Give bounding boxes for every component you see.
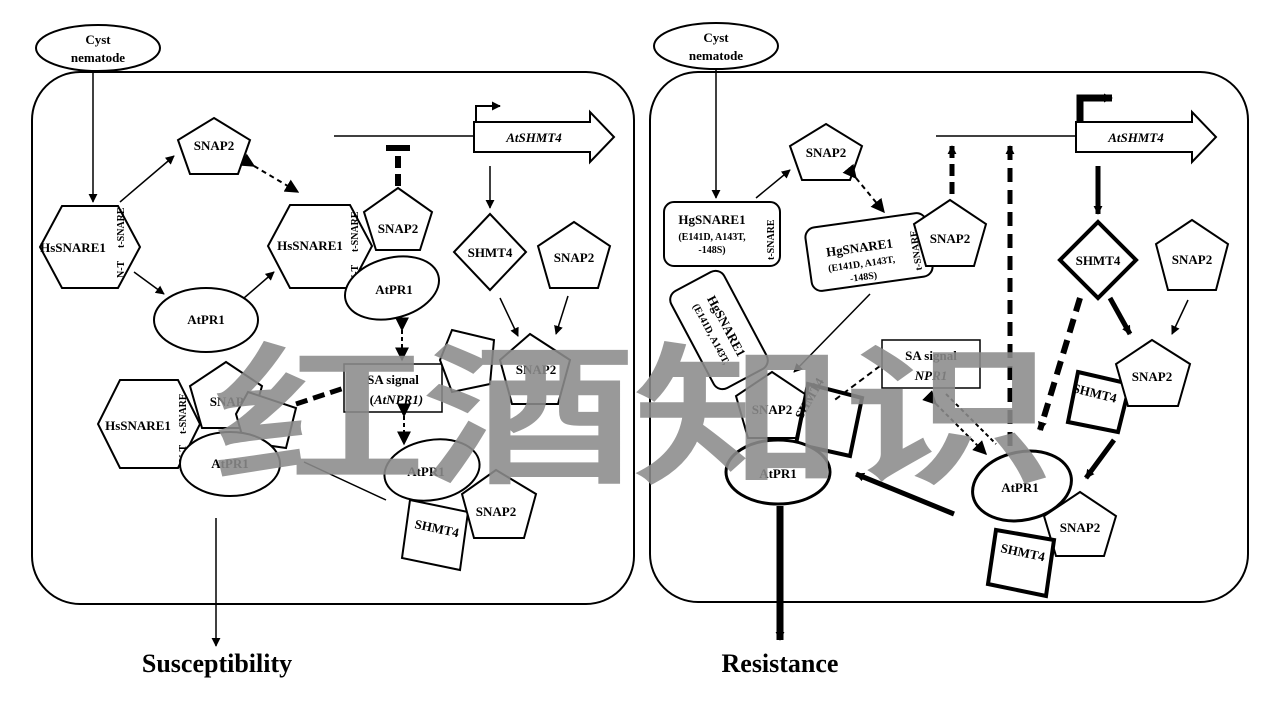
right-gene-label: AtSHMT4 (1107, 130, 1164, 145)
left-snap2-right-label: SNAP2 (554, 250, 594, 265)
right-complex-atpr1-bottom: AtPR1 SNAP2 SHMT4 (971, 449, 1118, 599)
right-dashed-atpr1-sa-2 (945, 393, 997, 445)
right-complex-center: SNAP2 SHMT4 AtPR1 (724, 370, 865, 506)
right-arrow-hgsnare-to-atpr1 (793, 293, 871, 373)
left-complex-lower-left: HsSNARE1 N-T t-SNARE SNAP2 AtPR1 (96, 360, 298, 497)
right-pathogen-line2: nematode (689, 48, 743, 63)
right-center-snap2-label: SNAP2 (752, 402, 792, 417)
left-tsnare-label: t-SNARE (116, 207, 127, 248)
left-npr1-label: AtNPR1) (373, 392, 423, 407)
left-lr-snap2-label: SNAP2 (516, 362, 556, 377)
right-arrow-hgsnare-to-snap2 (755, 169, 791, 199)
left-nt-label: N-T (116, 260, 127, 278)
left-shmt4-diamond: SHMT4 (452, 212, 528, 292)
left-sa-signal-label: SA signal (367, 372, 419, 387)
left-arrow-hssnare-to-atpr1 (133, 271, 165, 295)
right-pathogen-line1: Cyst (703, 30, 729, 45)
right-complex-snap2-label: SNAP2 (930, 231, 970, 246)
left-lr-snap2-bottom-label: SNAP2 (476, 504, 516, 519)
right-sa-signal-label: SA signal (905, 348, 957, 363)
left-lr-atpr1-label: AtPR1 (407, 464, 445, 479)
left-sa-signal-box: SA signal ( AtNPR1) (343, 363, 443, 413)
left-dashed-snap2-complex (239, 153, 300, 193)
left-atpr1-ellipse: AtPR1 (153, 287, 259, 353)
right-cx-snap2-label: SNAP2 (1132, 369, 1172, 384)
left-pathogen-line1: Cyst (85, 32, 111, 47)
right-sa-signal-box: SA signal NPR1 (881, 339, 981, 389)
right-hgsnare-rotated: HgSNARE1 (E141D, A143T, (669, 269, 769, 391)
left-cyst-nematode-cloud: Cyst nematode (35, 24, 161, 72)
right-dashed-shmt4-to-atpr1 (1037, 297, 1083, 431)
left-complex-hssnare-label: HsSNARE1 (277, 238, 343, 253)
left-cell-boundary (31, 71, 635, 605)
left-snap2-pentagon-top: SNAP2 (176, 116, 252, 175)
left-gene-label: AtSHMT4 (505, 130, 562, 145)
left-outcome-label: Susceptibility (142, 649, 292, 678)
right-dashed-atpr1-sa (922, 390, 987, 455)
left-lower-atpr1-label: AtPR1 (211, 456, 249, 471)
left-snap2-label: SNAP2 (194, 138, 234, 153)
right-outcome-label: Resistance (722, 649, 839, 678)
left-lower-hssnare-label: HsSNARE1 (105, 418, 171, 433)
left-arrow-snap2-down (554, 295, 569, 335)
right-complex-mutation-line2: -148S) (849, 270, 878, 285)
left-lower-tsnare-label: t-SNARE (178, 393, 189, 434)
left-hssnare-label: HsSNARE1 (40, 240, 106, 255)
right-shmt4-label: SHMT4 (1076, 253, 1121, 268)
right-br-atpr1-label: AtPR1 (1001, 480, 1039, 495)
right-snap2-right-label: SNAP2 (1172, 252, 1212, 267)
left-line-to-lower-complex (303, 461, 387, 501)
right-snap2-label: SNAP2 (806, 145, 846, 160)
left-complex-upper: HsSNARE1 N-T t-SNARE SNAP2 AtPR1 (266, 186, 441, 321)
left-promoter-arrow (475, 101, 501, 122)
left-hssnare1-hexagon: HsSNARE1 N-T t-SNARE (38, 205, 142, 289)
left-arrow-atpr1-to-complex (243, 271, 275, 299)
right-arrow-shmt4-to-complex (1107, 296, 1133, 336)
right-complex-upper: HgSNARE1 (E141D, A143T, -148S) t-SNARE S… (804, 198, 988, 292)
right-shmt4-diamond: SHMT4 (1057, 219, 1139, 301)
left-complex-atpr1-label: AtPR1 (375, 282, 413, 297)
right-dashed-sa-to-center (831, 365, 881, 403)
left-npr1-open: ( (370, 392, 374, 407)
right-complex-shmt4-snap2: SHMT4 SNAP2 (1065, 338, 1192, 435)
right-snap2-pentagon-right: SNAP2 (1154, 218, 1230, 291)
right-mutation-line2: -148S) (698, 245, 725, 256)
watermark-text: 红酒知识 (214, 332, 1054, 506)
right-br-snap2-label: SNAP2 (1060, 520, 1100, 535)
right-center-atpr1-label: AtPR1 (759, 466, 797, 481)
right-npr1-label: NPR1 (914, 368, 948, 383)
left-complex-lower-right: SNAP2 AtPR1 SHMT4 SNAP2 (383, 328, 572, 572)
left-atpr1-label: AtPR1 (187, 312, 225, 327)
right-atshmt4-gene-arrow: AtSHMT4 (1075, 109, 1218, 165)
left-shmt4-label: SHMT4 (468, 245, 513, 260)
left-arrow-hssnare-to-snap2 (119, 155, 175, 203)
left-thick-dashed-to-sa (295, 385, 345, 407)
right-mutation-line1: (E141D, A143T, (678, 232, 746, 243)
left-snap2-pentagon-right: SNAP2 (536, 220, 612, 289)
right-panel: Cyst nematode HgSNARE1 (E141D, A143T, -1… (649, 22, 1249, 678)
right-arrow-snap2-to-complex (1171, 299, 1189, 335)
right-thick-arrow-to-center (855, 471, 955, 517)
right-hgsnare1-box: HgSNARE1 (E141D, A143T, -148S) t-SNARE (663, 201, 781, 267)
left-pathogen-line2: nematode (71, 50, 125, 65)
right-snap2-pentagon-top: SNAP2 (788, 122, 864, 181)
left-complex-tsnare-label: t-SNARE (350, 211, 361, 252)
right-cyst-nematode-cloud: Cyst nematode (653, 22, 779, 70)
right-dashed-snap2-complex (842, 163, 885, 214)
right-tsnare-label: t-SNARE (766, 219, 777, 260)
right-hgsnare-label: HgSNARE1 (678, 212, 745, 227)
right-promoter-arrow (1076, 93, 1113, 122)
right-arrow-complex-to-atpr1 (1083, 438, 1117, 480)
right-cell-boundary (649, 71, 1249, 603)
left-complex-snap2-label: SNAP2 (378, 221, 418, 236)
left-panel: Cyst nematode HsSNARE1 N-T t-SNARE SNAP2… (31, 24, 635, 678)
left-arrow-shmt4-down (499, 297, 519, 337)
left-atshmt4-gene-arrow: AtSHMT4 (473, 109, 616, 165)
